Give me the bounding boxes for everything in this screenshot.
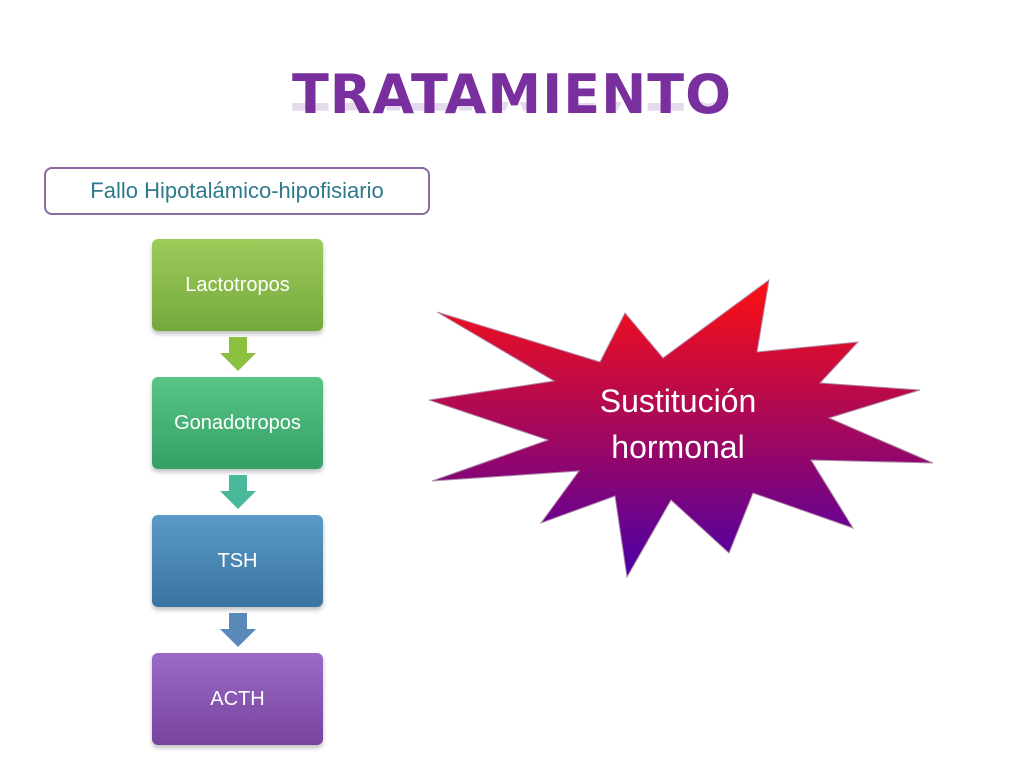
treatment-line-1: Sustitución (599, 383, 757, 419)
down-arrow-3 (220, 613, 256, 647)
step-gonadotropos: Gonadotropos (152, 377, 323, 469)
step-lactotropos: Lactotropos (152, 239, 323, 331)
step-acth: ACTH (152, 653, 323, 745)
down-arrow-2 (220, 475, 256, 509)
down-arrow-1 (220, 337, 256, 371)
condition-label-box: Fallo Hipotalámico-hipofisiario (44, 167, 430, 215)
step-tsh: TSH (152, 515, 323, 607)
slide-title: TRATAMIENTO (291, 63, 733, 126)
treatment-line-2: hormonal (611, 429, 745, 465)
treatment-text: Sustitución hormonal (548, 378, 808, 470)
